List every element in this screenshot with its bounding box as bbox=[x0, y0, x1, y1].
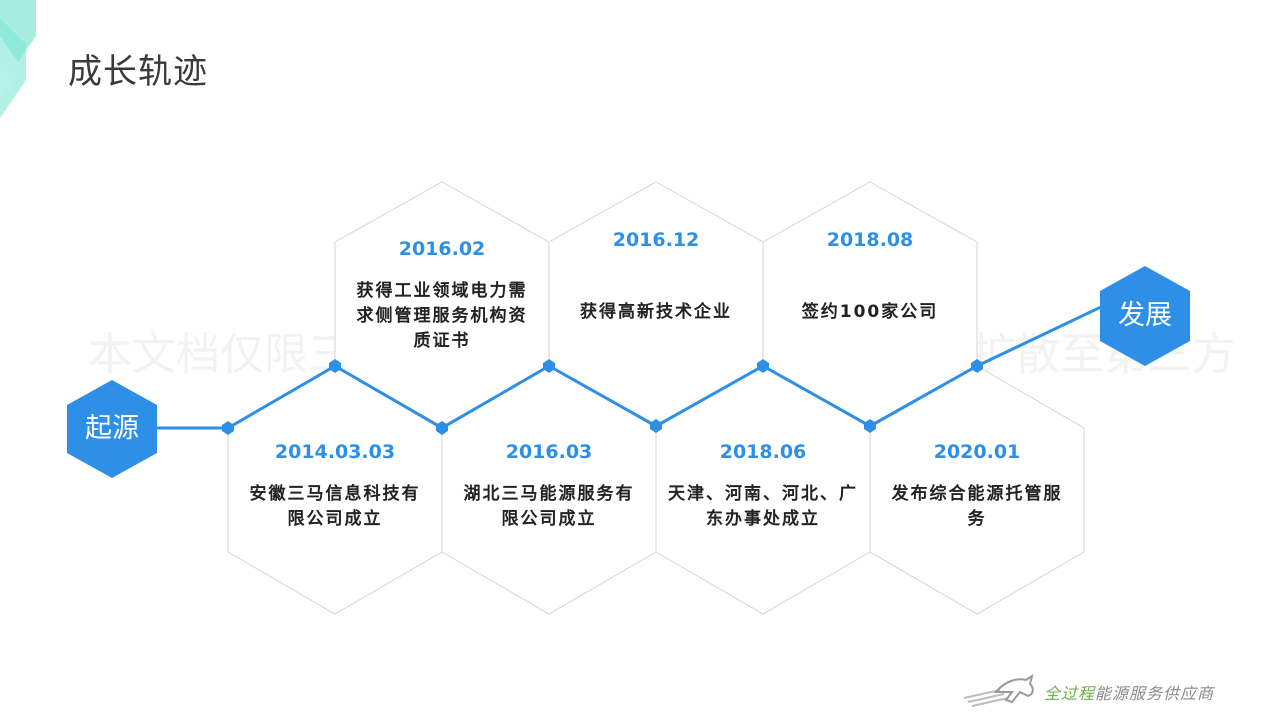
timeline-node bbox=[971, 359, 983, 373]
start-hexagon bbox=[67, 380, 157, 478]
timeline-node bbox=[222, 421, 234, 435]
milestone-date: 2018.08 bbox=[826, 229, 914, 251]
timeline-node bbox=[436, 421, 448, 435]
milestone-cell: 2016.02 获得工业领域电力需求侧管理服务机构资质证书 bbox=[342, 237, 542, 354]
milestone-cell: 2016.03 湖北三马能源服务有限公司成立 bbox=[449, 440, 649, 532]
footer-slogan: 全过程能源服务供应商 bbox=[1044, 680, 1214, 704]
timeline-node bbox=[864, 419, 876, 433]
milestone-desc: 安徽三马信息科技有限公司成立 bbox=[249, 484, 421, 529]
timeline-path bbox=[150, 284, 1146, 430]
end-label: 发展 bbox=[1118, 300, 1172, 331]
slogan-highlight: 全过程 bbox=[1044, 684, 1096, 703]
milestone-desc: 天津、河南、河北、广东办事处成立 bbox=[668, 484, 858, 529]
start-label: 起源 bbox=[85, 413, 139, 444]
timeline-nodes bbox=[222, 359, 983, 435]
milestone-date: 2016.03 bbox=[505, 441, 593, 463]
milestone-desc: 湖北三马能源服务有限公司成立 bbox=[463, 484, 635, 529]
milestone-cell: 2014.03.03 安徽三马信息科技有限公司成立 bbox=[235, 440, 435, 532]
milestone-date: 2016.02 bbox=[398, 238, 486, 260]
end-hexagon bbox=[1100, 266, 1190, 366]
milestone-desc: 签约100家公司 bbox=[801, 302, 939, 322]
timeline-node bbox=[650, 419, 662, 433]
timeline-node bbox=[543, 359, 555, 373]
horse-logo-icon bbox=[963, 673, 1034, 707]
milestone-desc: 获得工业领域电力需求侧管理服务机构资质证书 bbox=[356, 281, 528, 351]
milestone-date: 2014.03.03 bbox=[274, 441, 396, 463]
milestone-cell: 2018.06 天津、河南、河北、广东办事处成立 bbox=[663, 440, 863, 532]
milestone-desc: 发布综合能源托管服务 bbox=[891, 484, 1063, 529]
milestone-date: 2016.12 bbox=[612, 229, 700, 251]
milestone-cell: 2018.08 签约100家公司 bbox=[770, 228, 970, 325]
milestone-date: 2018.06 bbox=[719, 441, 807, 463]
milestone-cell: 2020.01 发布综合能源托管服务 bbox=[877, 440, 1077, 532]
milestone-cell: 2016.12 获得高新技术企业 bbox=[556, 228, 756, 325]
page-title: 成长轨迹 bbox=[68, 52, 208, 92]
corner-decoration bbox=[0, 0, 36, 118]
slogan-rest: 能源服务供应商 bbox=[1095, 684, 1215, 703]
milestone-date: 2020.01 bbox=[933, 441, 1021, 463]
milestone-desc: 获得高新技术企业 bbox=[580, 302, 732, 322]
timeline-node bbox=[329, 359, 341, 373]
timeline-node bbox=[757, 359, 769, 373]
